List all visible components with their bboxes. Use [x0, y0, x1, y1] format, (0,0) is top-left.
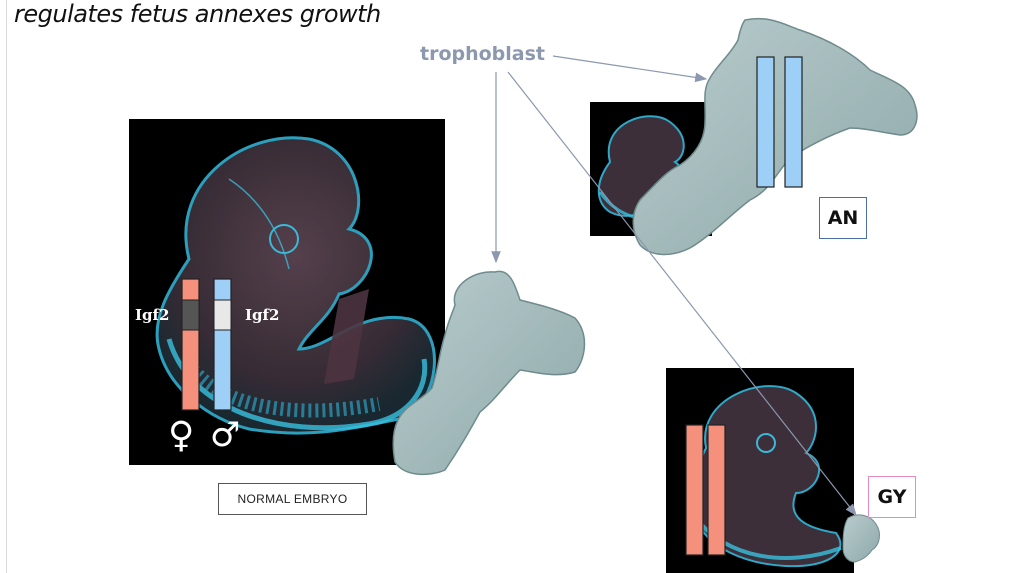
gynogenetic-label: GY [868, 476, 916, 518]
maternal-chromosome [182, 279, 199, 410]
normal-placenta-shape [393, 271, 584, 474]
arrow-to-an-placenta [553, 56, 706, 79]
an-paternal-chromosome-1 [757, 57, 774, 187]
paternal-chromosome [214, 279, 231, 410]
male-symbol-icon: ♂ [210, 418, 240, 452]
gynogenetic-placenta-shape [843, 515, 879, 562]
an-paternal-chromosome-2 [785, 57, 802, 187]
igf2-maternal-label: Igf2 [135, 306, 169, 324]
androgenetic-placenta-shape [633, 19, 917, 255]
normal-embryo-caption: NORMAL EMBRYO [218, 483, 367, 515]
female-symbol-icon: ♀ [168, 418, 194, 454]
gy-maternal-chromosome-2 [708, 425, 725, 555]
igf2-paternal-label: Igf2 [245, 306, 279, 324]
androgenetic-label: AN [819, 197, 867, 239]
gy-maternal-chromosome-1 [686, 425, 703, 555]
